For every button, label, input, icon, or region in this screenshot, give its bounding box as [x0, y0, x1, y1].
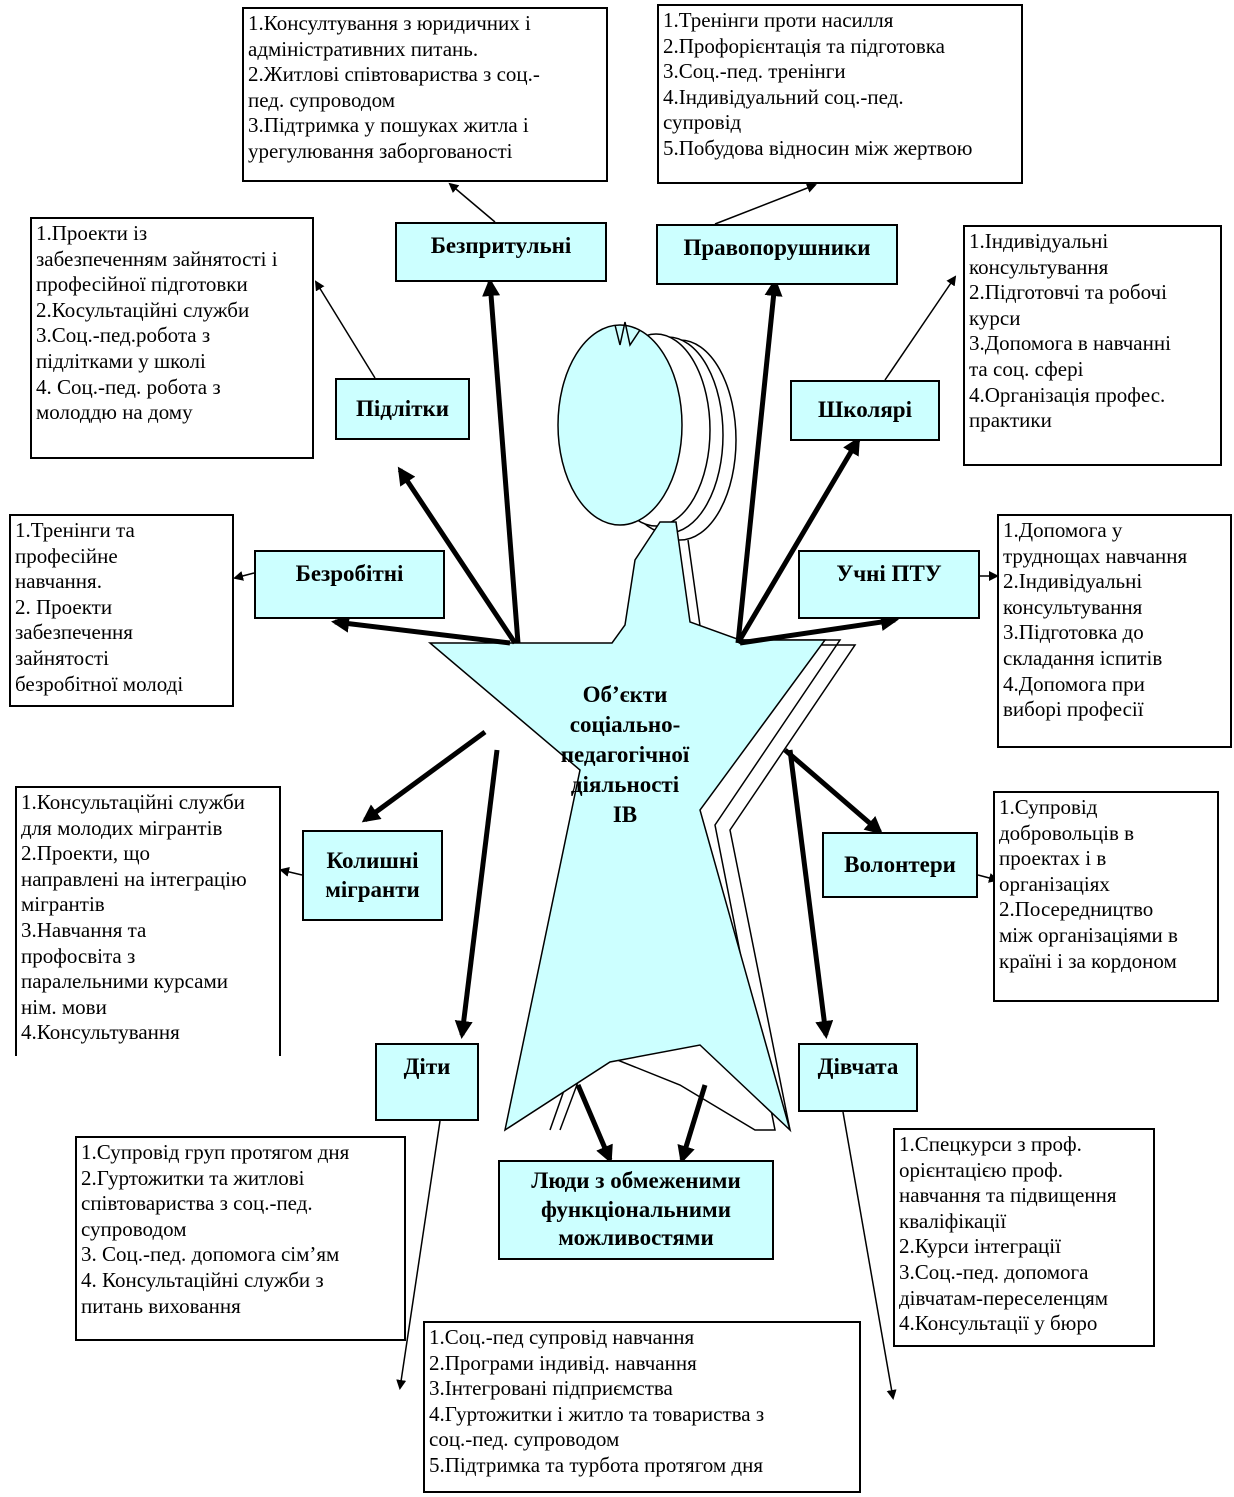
list-item: 3.Навчання та профосвіта з паралельними …: [21, 917, 229, 1019]
list-item: 4. Консультаційні служби з питань вихова…: [81, 1267, 324, 1318]
list-divchata: 1.Спецкурси з проф. орієнтацією проф. на…: [893, 1128, 1155, 1347]
list-item: 4.Консультування: [21, 1020, 180, 1045]
category-bezprytulni: Безпритульні: [395, 222, 607, 282]
list-item: 2.Підготовчі та робочі курси: [969, 280, 1167, 330]
list-kolyshni-migranty: 1.Консультаційні служби для молодих мігр…: [15, 786, 281, 1056]
list-item: 1.Спецкурси з проф. орієнтацією проф. на…: [899, 1132, 1117, 1233]
category-uchni-ptu: Учні ПТУ: [798, 550, 980, 619]
list-uchni-ptu: 1.Допомога у труднощах навчання 2.Індиві…: [997, 514, 1232, 748]
category-kolyshni-migranty-label: Колишні мігранти: [325, 847, 420, 902]
star-body: [427, 521, 827, 1133]
list-item: 2.Гуртожитки та житлові співтовариства з…: [81, 1165, 313, 1241]
category-lyudy-label: Люди з обмеженими функціональними можлив…: [531, 1167, 741, 1251]
list-item: 1.Консултування з юридичних і адміністра…: [248, 11, 531, 61]
list-item: 3.Підготовка до складання іспитів: [1003, 620, 1163, 670]
list-arrows: [233, 182, 999, 1460]
list-item: 5.Побудова відносин між жертвою: [663, 135, 973, 160]
category-dity-label: Діти: [403, 1054, 451, 1079]
category-volontery: Волонтери: [822, 832, 978, 898]
category-kolyshni-migranty: Колишні мігранти: [302, 830, 443, 921]
star-head: [557, 324, 683, 526]
category-bezprytulni-label: Безпритульні: [430, 233, 572, 258]
list-shkolyari: 1.Індивідуальні консультування 2.Підгото…: [963, 225, 1222, 466]
list-item: 2. Проекти забезпечення зайнятості безро…: [15, 594, 184, 696]
list-bezprytulni: 1.Консултування з юридичних і адміністра…: [242, 7, 608, 182]
category-pravoporushnyky: Правопорушники: [656, 224, 898, 285]
list-item: 3.Соц.-пед. допомога дівчатам-переселенц…: [899, 1259, 1109, 1310]
list-item: 4.Індивідуальний соц.-пед. супровід: [663, 84, 904, 135]
list-item: 3.Допомога в навчанні та соц. сфері: [969, 331, 1171, 381]
category-volontery-label: Волонтери: [844, 851, 956, 877]
category-shkolyari: Школярі: [790, 380, 940, 441]
list-item: 3. Соц.-пед. допомога сім’ям: [81, 1242, 340, 1267]
list-item: 4.Допомога при виборі професії: [1003, 671, 1145, 722]
list-lyudy: 1.Соц.-пед супровід навчання 2.Програми …: [423, 1321, 861, 1493]
list-item: 3.Соц.-пед. тренінги: [663, 59, 846, 84]
list-bezrobitni: 1.Тренінги та професійне навчання. 2. Пр…: [9, 514, 234, 707]
list-item: 4. Соц.-пед. робота з молоддю на дому: [36, 374, 221, 425]
center-title: Об’єкти соціально- педагогічної діяльнос…: [560, 682, 690, 827]
category-bezrobitni: Безробітні: [254, 550, 445, 619]
list-item: 1.Допомога у труднощах навчання: [1003, 518, 1188, 568]
category-divchata-label: Дівчата: [817, 1054, 899, 1079]
list-item: 3.Підтримка у пошуках житла і урегулюван…: [248, 113, 529, 163]
list-item: 2.Профорієнтація та підготовка: [663, 33, 945, 58]
list-item: 1.Консультаційні служби для молодих мігр…: [21, 790, 245, 840]
category-dity: Діти: [375, 1043, 479, 1121]
list-item: 3.Інтегровані підприємства: [429, 1376, 673, 1401]
list-item: 2.Житлові співтовариства з соц.- пед. су…: [248, 62, 540, 112]
head-tuft: [614, 321, 641, 347]
list-item: 1.Тренінги проти насилля: [663, 8, 894, 32]
list-item: 1.Соц.-пед супровід навчання: [429, 1325, 695, 1349]
list-item: 4.Гуртожитки і житло та товариства з соц…: [429, 1401, 765, 1452]
list-item: 3.Соц.-пед.робота з підлітками у школі: [36, 323, 211, 373]
list-volontery: 1.Супровід добровольців в проектах і в о…: [993, 791, 1219, 1002]
category-uchni-ptu-label: Учні ПТУ: [836, 561, 942, 586]
list-item: 1.Тренінги та професійне навчання.: [15, 518, 135, 594]
list-item: 2.Проекти, що направлені на інтеграцію м…: [21, 841, 247, 917]
star-arrows: [331, 278, 899, 1164]
list-item: 2.Косультаційні служби: [36, 297, 250, 322]
list-item: 5.Підтримка та турбота протягом дня: [429, 1452, 764, 1477]
list-item: 1.Індивідуальні консультування: [969, 229, 1109, 279]
category-lyudy: Люди з обмеженими функціональними можлив…: [498, 1160, 774, 1260]
list-item: 1.Супровід груп протягом дня: [81, 1140, 350, 1164]
category-pidlitky: Підлітки: [335, 378, 470, 440]
category-divchata: Дівчата: [798, 1043, 918, 1112]
list-item: 2.Посередництво між організаціями в краї…: [999, 897, 1178, 973]
list-item: 1.Супровід добровольців в проектах і в о…: [999, 795, 1135, 896]
list-pravoporushnyky: 1.Тренінги проти насилля 2.Профорієнтаці…: [657, 4, 1023, 184]
category-pravoporushnyky-label: Правопорушники: [683, 235, 871, 260]
list-item: 2.Курси інтеграції: [899, 1234, 1061, 1259]
category-shkolyari-label: Школярі: [818, 397, 912, 423]
category-pidlitky-label: Підлітки: [355, 395, 449, 421]
category-bezrobitni-label: Безробітні: [295, 561, 404, 586]
list-dity: 1.Супровід груп протягом дня 2.Гуртожитк…: [75, 1136, 406, 1341]
list-item: 4.Консультації у бюро: [899, 1311, 1098, 1336]
list-item: 2.Програми індивід. навчання: [429, 1350, 697, 1375]
list-item: 4.Організація профес. практики: [969, 382, 1166, 433]
list-pidlitky: 1.Проекти із забезпеченням зайнятості і …: [30, 217, 314, 459]
list-item: 1.Проекти із забезпеченням зайнятості і …: [36, 221, 278, 297]
list-item: 2.Індивідуальні консультування: [1003, 569, 1143, 619]
